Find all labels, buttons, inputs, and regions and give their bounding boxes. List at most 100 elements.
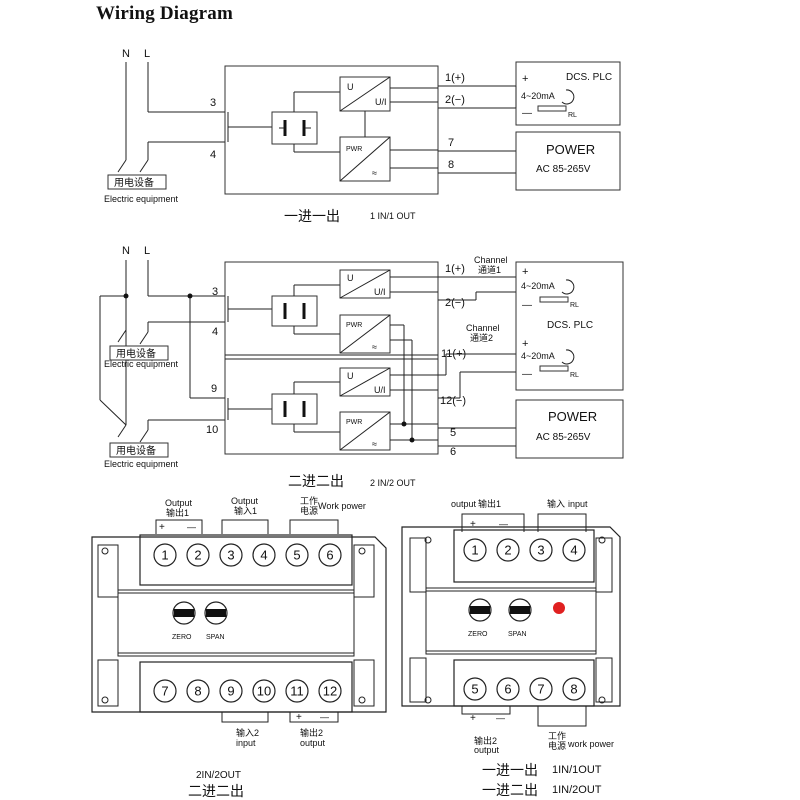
mid-caption-cn: 二进二出 [288, 473, 344, 489]
terminal-1: 1(+) [445, 72, 465, 84]
terminal-number: 7 [537, 682, 544, 697]
terminal-4[interactable]: 4 [562, 538, 586, 562]
terminal-3[interactable]: 3 [219, 543, 243, 567]
equipment-en: Electric equipment [104, 194, 179, 204]
power-range: AC 85-265V [536, 164, 591, 175]
terminal-6: 6 [450, 446, 456, 458]
terminal-2[interactable]: 2 [186, 543, 210, 567]
module-body [401, 526, 621, 707]
terminal-2: 2(−) [445, 94, 465, 106]
terminal-12[interactable]: 12 [318, 679, 342, 703]
power-cn1: 工作 [300, 495, 318, 506]
terminal-number: 4 [570, 543, 577, 558]
module-2in2out: Output 输出1 Output 输入1 工作 电源 Work power +… [91, 495, 387, 799]
terminal-2[interactable]: 2 [496, 538, 520, 562]
equipment-cn: 用电设备 [114, 176, 154, 189]
indicator-led [553, 602, 565, 614]
terminal-7[interactable]: 7 [153, 679, 177, 703]
n-label: N [122, 245, 130, 257]
terminal-number: 3 [537, 543, 544, 558]
terminal-number: 10 [257, 684, 271, 699]
zero-pot[interactable] [468, 598, 492, 622]
l-label: L [144, 48, 150, 60]
terminal-7[interactable]: 7 [529, 677, 553, 701]
terminal-5[interactable]: 5 [285, 543, 309, 567]
span-label: SPAN [206, 634, 225, 641]
power-box [515, 131, 621, 191]
terminal-12: 12(−) [440, 395, 466, 407]
output-en: Output [231, 496, 259, 506]
rl-label: RL [568, 112, 577, 119]
zero-pot[interactable] [172, 601, 196, 625]
top-caption-en: 1 IN/1 OUT [370, 211, 416, 221]
output1-cn: 输出1 [478, 498, 501, 509]
equipment-box-1 [109, 345, 169, 361]
terminal-8: 8 [448, 159, 454, 171]
terminal-number: 9 [227, 684, 234, 699]
terminal-3: 3 [210, 97, 216, 109]
terminal-9[interactable]: 9 [219, 679, 243, 703]
terminal-3: 3 [212, 286, 218, 298]
terminal-10[interactable]: 10 [252, 679, 276, 703]
terminal-1[interactable]: 1 [463, 538, 487, 562]
converter-frame [224, 65, 439, 195]
terminal-3[interactable]: 3 [529, 538, 553, 562]
load-resistor-2 [539, 365, 569, 372]
terminal-number: 2 [194, 548, 201, 563]
output2-en: output [300, 738, 326, 748]
power-box-2ch [515, 399, 624, 459]
input1-cn: 输入1 [234, 505, 257, 516]
current-label-2: 4~20mA [521, 351, 555, 361]
output1-en: Output [165, 498, 193, 508]
dcs-plc-box-2ch [515, 261, 624, 391]
terminal-11[interactable]: 11 [285, 679, 309, 703]
terminal-10: 10 [206, 424, 218, 436]
page-title: Wiring Diagram [96, 3, 234, 24]
plus-mark-2: + [470, 713, 476, 724]
dcs-plus: + [522, 73, 528, 85]
plus-mark-2: + [296, 712, 302, 723]
work-power-cn2: 电源 [548, 740, 566, 751]
module2-caption-en: 2IN/2OUT [196, 770, 241, 781]
dcs-minus-1: — [522, 300, 532, 311]
equipment-cn-2: 用电设备 [116, 444, 156, 457]
terminal-number: 1 [471, 543, 478, 558]
input-cn: 输入 [547, 498, 565, 509]
pwr-label-2: PWR [346, 419, 362, 426]
output1-cn: 输出1 [166, 507, 189, 518]
ui-label: U/I [375, 97, 387, 107]
terminal-6[interactable]: 6 [496, 677, 520, 701]
equipment-box [107, 174, 167, 190]
span-pot[interactable] [204, 601, 228, 625]
load-resistor [537, 105, 567, 112]
terminal-number: 5 [471, 682, 478, 697]
channel2-en: Channel [466, 323, 500, 333]
work-power-cn1: 工作 [548, 730, 566, 741]
terminal-6[interactable]: 6 [318, 543, 342, 567]
pwr-ac-1: ≈ [372, 342, 377, 352]
channel1-en: Channel [474, 255, 508, 265]
terminal-number: 11 [290, 684, 304, 699]
plus-mark: + [159, 522, 165, 533]
zero-label: ZERO [468, 631, 488, 638]
output-en-bottom: output [474, 745, 500, 755]
terminal-1[interactable]: 1 [153, 543, 177, 567]
terminal-4[interactable]: 4 [252, 543, 276, 567]
dcs-plus-1: + [522, 266, 528, 278]
load-resistor-1 [539, 296, 569, 303]
terminal-number: 12 [323, 684, 337, 699]
mid-caption-en: 2 IN/2 OUT [370, 478, 416, 488]
module-body [91, 536, 387, 713]
terminal-5[interactable]: 5 [463, 677, 487, 701]
terminal-number: 1 [161, 548, 168, 563]
equipment-cn-1: 用电设备 [116, 347, 156, 360]
terminal-8[interactable]: 8 [186, 679, 210, 703]
pwr-label: PWR [346, 146, 362, 153]
isolation-block-1 [271, 295, 318, 327]
power-label-2ch: POWER [548, 409, 597, 424]
span-pot[interactable] [508, 598, 532, 622]
terminal-5: 5 [450, 427, 456, 439]
terminal-number: 4 [260, 548, 267, 563]
terminal-8[interactable]: 8 [562, 677, 586, 701]
